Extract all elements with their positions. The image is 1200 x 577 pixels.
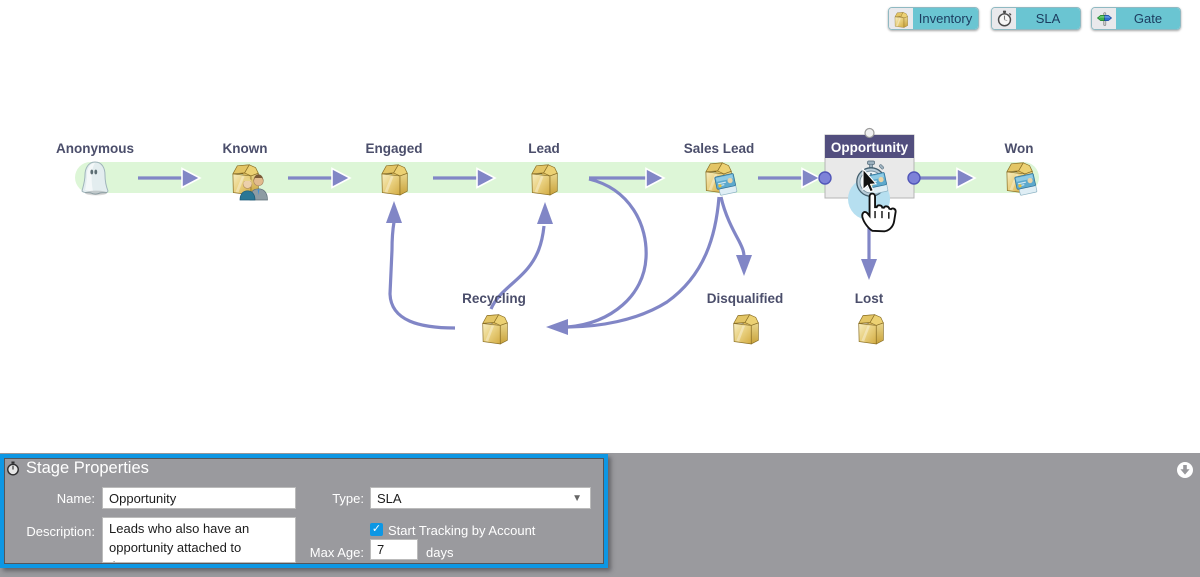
svg-text:Won: Won [1005, 141, 1034, 156]
svg-text:Lead: Lead [528, 141, 560, 156]
svg-text:Engaged: Engaged [365, 141, 422, 156]
svg-text:Sales Lead: Sales Lead [684, 141, 755, 156]
svg-text:Known: Known [223, 141, 268, 156]
svg-text:Disqualified: Disqualified [707, 291, 784, 306]
svg-text:Anonymous: Anonymous [56, 141, 134, 156]
svg-text:Opportunity: Opportunity [831, 140, 909, 155]
svg-text:Recycling: Recycling [462, 291, 526, 306]
svg-text:Lost: Lost [855, 291, 884, 306]
